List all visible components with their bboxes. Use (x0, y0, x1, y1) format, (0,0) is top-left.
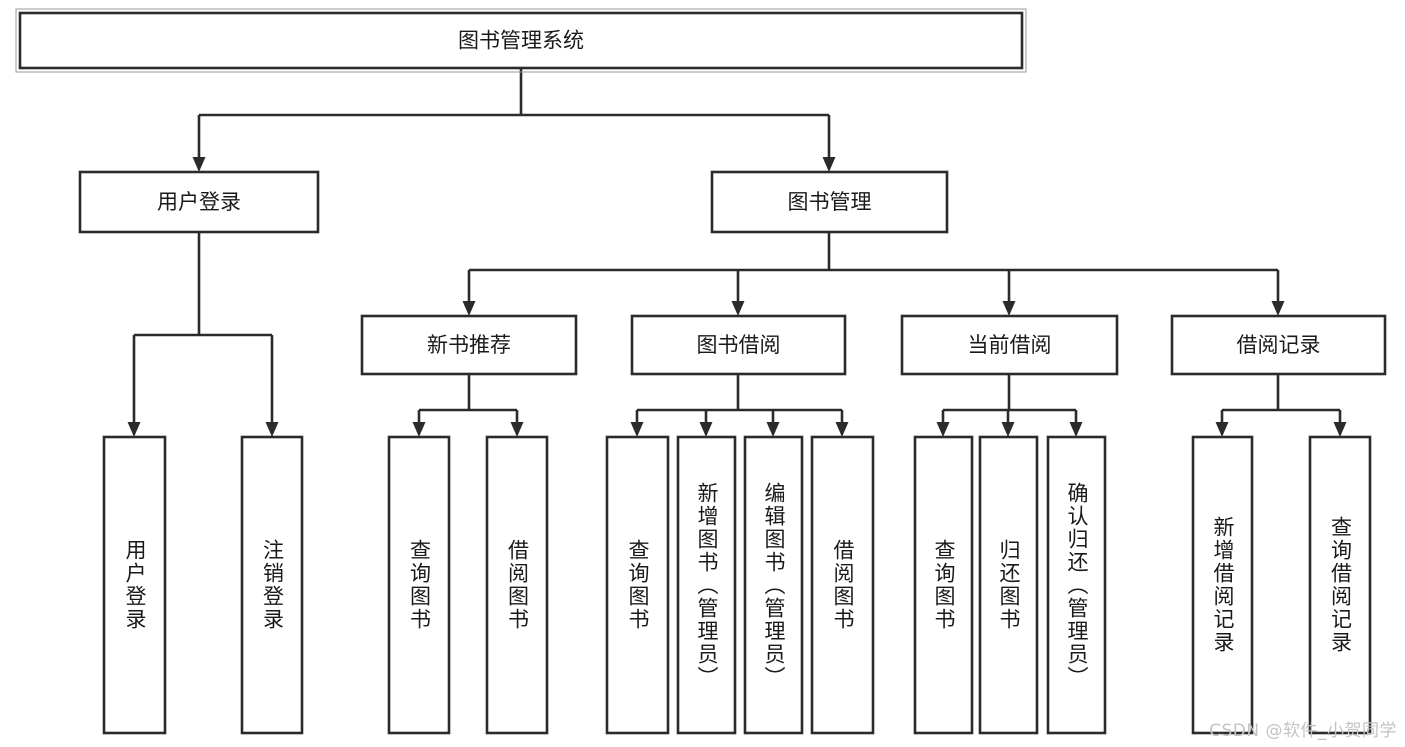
arrow-head-icon (192, 157, 206, 172)
node-box[interactable] (18, 11, 1024, 70)
connector-recommend_to_leaves (412, 374, 524, 437)
node-box[interactable] (387, 435, 451, 735)
node-user-login[interactable] (78, 170, 320, 234)
node-box[interactable] (605, 435, 670, 735)
node-leaf-user-login[interactable] (102, 435, 167, 735)
node-box[interactable] (1046, 435, 1107, 735)
node-leaf-borrow-add-book[interactable] (676, 435, 737, 735)
node-label-borrow-record: 借阅记录 (1237, 333, 1321, 357)
node-box[interactable] (900, 314, 1119, 376)
node-box[interactable] (978, 435, 1039, 735)
node-leaf-user-logout[interactable] (240, 435, 304, 735)
arrow-head-icon (822, 157, 836, 172)
node-leaf-cur-query-book[interactable] (913, 435, 974, 735)
arrow-head-icon (1215, 422, 1229, 437)
arrow-head-icon (699, 422, 713, 437)
node-box[interactable] (630, 314, 847, 376)
node-leaf-borrow-edit-book[interactable] (743, 435, 804, 735)
arrow-head-icon (462, 301, 476, 316)
connector-book_manage_to_level2 (462, 232, 1285, 316)
node-box[interactable] (1308, 435, 1372, 735)
node-box[interactable] (1170, 314, 1387, 376)
node-box[interactable] (743, 435, 804, 735)
connector-root_to_level1 (192, 68, 836, 172)
arrow-head-icon (510, 422, 524, 437)
arrow-head-icon (1001, 422, 1015, 437)
node-label-user-login: 用户登录 (157, 190, 241, 214)
node-box[interactable] (102, 435, 167, 735)
arrow-head-icon (936, 422, 950, 437)
node-new-book-recommend[interactable] (360, 314, 578, 376)
node-book-manage[interactable] (710, 170, 949, 234)
arrow-head-icon (731, 301, 745, 316)
arrow-head-icon (412, 422, 426, 437)
node-box[interactable] (78, 170, 320, 234)
node-label-new-book-recommend: 新书推荐 (427, 333, 511, 357)
arrow-head-icon (766, 422, 780, 437)
node-box-layer (15, 8, 1387, 735)
node-outer-border (15, 8, 1027, 73)
node-box[interactable] (1191, 435, 1254, 735)
node-leaf-borrow-borrow-book[interactable] (810, 435, 875, 735)
node-label-book-borrow: 图书借阅 (697, 333, 781, 357)
node-box[interactable] (710, 170, 949, 234)
connector-borrow_to_leaves (630, 374, 849, 437)
node-current-borrow[interactable] (900, 314, 1119, 376)
connector-user_login_to_leaves (127, 232, 279, 437)
node-root[interactable] (15, 8, 1027, 73)
node-label-book-manage: 图书管理 (788, 190, 872, 214)
node-leaf-rec-borrow-book[interactable] (485, 435, 549, 735)
node-box[interactable] (676, 435, 737, 735)
node-leaf-rec-query-book[interactable] (387, 435, 451, 735)
node-leaf-cur-return-book[interactable] (978, 435, 1039, 735)
node-box[interactable] (810, 435, 875, 735)
connector-layer (127, 68, 1347, 437)
arrow-head-icon (127, 422, 141, 437)
node-box[interactable] (240, 435, 304, 735)
node-box[interactable] (485, 435, 549, 735)
node-leaf-rec-query-record[interactable] (1308, 435, 1372, 735)
connector-current_to_leaves (936, 374, 1083, 437)
connector-record_to_leaves (1215, 374, 1347, 437)
arrow-head-icon (835, 422, 849, 437)
arrow-head-icon (1002, 301, 1016, 316)
node-label-current-borrow: 当前借阅 (968, 333, 1052, 357)
watermark-text: CSDN @软件_小贺同学 (1209, 721, 1397, 741)
node-borrow-record[interactable] (1170, 314, 1387, 376)
node-book-borrow[interactable] (630, 314, 847, 376)
node-leaf-rec-add-record[interactable] (1191, 435, 1254, 735)
arrow-head-icon (1333, 422, 1347, 437)
node-leaf-cur-confirm-return[interactable] (1046, 435, 1107, 735)
arrow-head-icon (1069, 422, 1083, 437)
node-label-root: 图书管理系统 (458, 29, 584, 53)
arrow-head-icon (1271, 301, 1285, 316)
node-box[interactable] (360, 314, 578, 376)
node-box[interactable] (913, 435, 974, 735)
arrow-head-icon (630, 422, 644, 437)
node-leaf-borrow-query-book[interactable] (605, 435, 670, 735)
arrow-head-icon (265, 422, 279, 437)
